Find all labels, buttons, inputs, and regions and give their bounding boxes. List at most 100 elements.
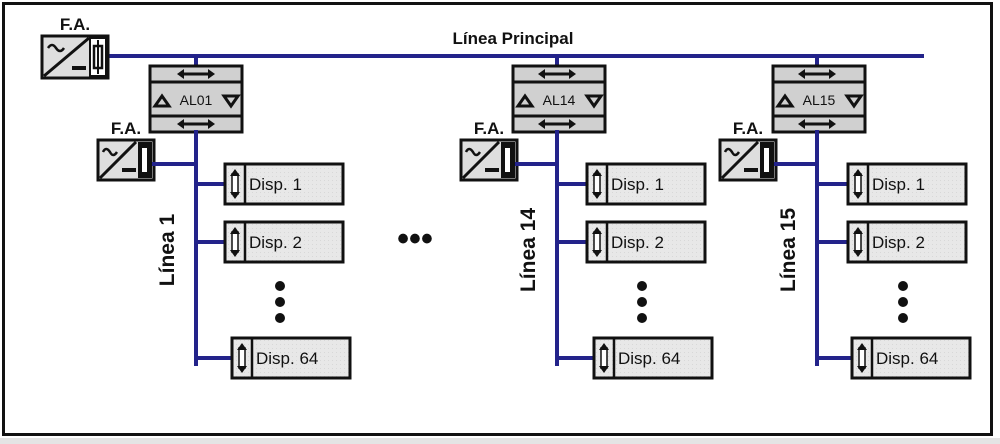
ellipsis-dot xyxy=(898,281,908,291)
arrow-head-up xyxy=(857,343,867,350)
up-triangle-icon xyxy=(515,93,535,108)
arrow-head-right xyxy=(208,119,215,129)
main-power-supply-label: F.A. xyxy=(60,15,90,34)
arrow-head-up xyxy=(237,343,247,350)
arrow-head-down xyxy=(857,366,867,373)
ellipsis-dot xyxy=(898,297,908,307)
main-line-label: Línea Principal xyxy=(453,29,574,48)
power-supply-label: F.A. xyxy=(474,119,504,138)
bidirectional-arrow-icon xyxy=(853,169,863,199)
arrow-head-right xyxy=(829,119,836,129)
arrow-head-right xyxy=(569,69,576,79)
power-supply-icon xyxy=(718,138,778,182)
arrow-head-up xyxy=(230,169,240,176)
device-box[interactable]: Disp. 2 xyxy=(194,220,345,264)
up-triangle-icon xyxy=(152,93,172,108)
arrow-head-left xyxy=(798,69,805,79)
line-power-supply: F.A. xyxy=(96,119,156,182)
ellipsis-dot xyxy=(637,297,647,307)
device-box[interactable]: Disp. 2 xyxy=(815,220,968,264)
arrow-shaft xyxy=(858,347,866,369)
main-power-supply: F.A. xyxy=(40,15,110,80)
device-label: Disp. 1 xyxy=(249,175,302,194)
arrow-head-left xyxy=(177,119,184,129)
arrow-head-left xyxy=(177,69,184,79)
arrow-head-down xyxy=(599,366,609,373)
coupler-label: AL15 xyxy=(803,92,836,108)
bus-arrow-icon xyxy=(177,69,215,79)
device-label: Disp. 64 xyxy=(876,349,938,368)
device-label: Disp. 2 xyxy=(249,233,302,252)
bidirectional-arrow-icon xyxy=(237,343,247,373)
arrow-shaft xyxy=(593,173,601,195)
down-triangle-icon xyxy=(844,94,864,109)
more-devices-ellipsis xyxy=(275,281,285,323)
bus-arrow-icon xyxy=(798,119,836,129)
ellipsis-dot xyxy=(275,281,285,291)
device-label: Disp. 1 xyxy=(872,175,925,194)
arrow-shaft xyxy=(854,231,862,253)
arrow-shaft xyxy=(231,231,239,253)
down-triangle-icon xyxy=(584,94,604,109)
arrow-head-up xyxy=(230,227,240,234)
device-box[interactable]: Disp. 64 xyxy=(194,336,352,380)
bidirectional-arrow-icon xyxy=(592,227,602,257)
line-coupler: AL15 xyxy=(771,64,867,134)
arrow-head-up xyxy=(592,169,602,176)
arrow-head-down xyxy=(230,192,240,199)
device-label: Disp. 2 xyxy=(872,233,925,252)
line-label: Línea 15 xyxy=(777,208,800,292)
arrow-head-up xyxy=(592,227,602,234)
line-label: Línea 14 xyxy=(517,208,540,292)
power-supply-icon xyxy=(459,138,519,182)
ellipsis-dot xyxy=(275,297,285,307)
frame-shadow xyxy=(0,438,1000,444)
device-box[interactable]: Disp. 1 xyxy=(555,162,707,206)
device-label: Disp. 64 xyxy=(256,349,318,368)
arrow-head-up xyxy=(853,169,863,176)
arrow-head-up xyxy=(599,343,609,350)
arrow-head-down xyxy=(853,250,863,257)
ellipsis-dot xyxy=(275,313,285,323)
power-supply-label: F.A. xyxy=(733,119,763,138)
arrow-head-left xyxy=(538,119,545,129)
arrow-head-down xyxy=(853,192,863,199)
line-label: Línea 1 xyxy=(156,214,179,287)
bidirectional-arrow-icon xyxy=(230,169,240,199)
up-triangle-icon xyxy=(775,93,795,108)
bidirectional-arrow-icon xyxy=(599,343,609,373)
ellipsis-dot xyxy=(898,313,908,323)
power-supply-label: F.A. xyxy=(111,119,141,138)
device-box[interactable]: Disp. 64 xyxy=(555,336,714,380)
device-label: Disp. 64 xyxy=(618,349,680,368)
bus-arrow-icon xyxy=(177,119,215,129)
more-devices-ellipsis xyxy=(898,281,908,323)
power-supply-icon xyxy=(96,138,156,182)
coupler-label: AL14 xyxy=(543,92,576,108)
bus-arrow-icon xyxy=(798,69,836,79)
device-box[interactable]: Disp. 1 xyxy=(194,162,345,206)
more-lines-ellipsis: ••• xyxy=(397,220,433,258)
ellipsis-dot xyxy=(637,313,647,323)
arrow-shaft xyxy=(854,173,862,195)
arrow-head-down xyxy=(230,250,240,257)
bidirectional-arrow-icon xyxy=(857,343,867,373)
device-box[interactable]: Disp. 2 xyxy=(555,220,707,264)
bidirectional-arrow-icon xyxy=(230,227,240,257)
arrow-shaft xyxy=(600,347,608,369)
line-coupler: AL14 xyxy=(511,64,607,134)
arrow-shaft xyxy=(593,231,601,253)
arrow-head-left xyxy=(538,69,545,79)
arrow-head-right xyxy=(208,69,215,79)
arrow-head-left xyxy=(798,119,805,129)
device-box[interactable]: Disp. 1 xyxy=(815,162,968,206)
more-devices-ellipsis xyxy=(637,281,647,323)
arrow-shaft xyxy=(231,173,239,195)
bidirectional-arrow-icon xyxy=(853,227,863,257)
bidirectional-arrow-icon xyxy=(592,169,602,199)
device-box[interactable]: Disp. 64 xyxy=(815,336,972,380)
